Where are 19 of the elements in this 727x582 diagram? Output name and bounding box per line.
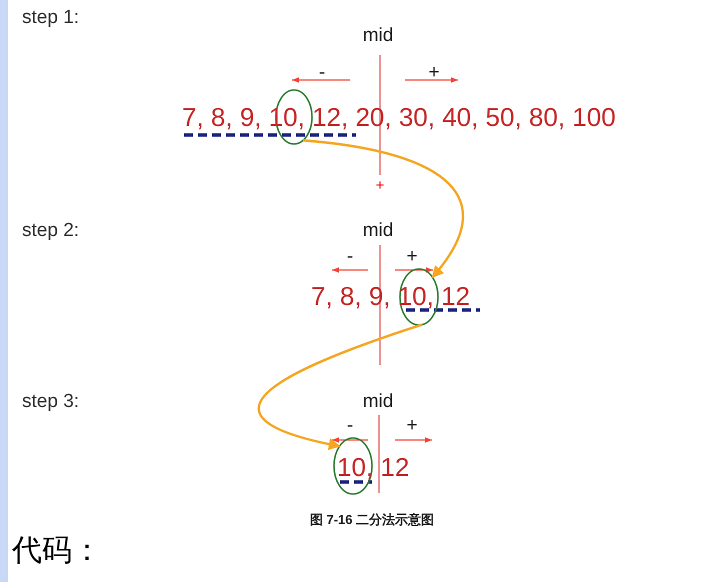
mid-label: mid (362, 26, 394, 45)
curved-arrow (302, 139, 464, 278)
mid-label: mid (362, 221, 394, 240)
sign-label: - (346, 247, 354, 266)
code-heading: 代码： (12, 536, 102, 566)
sign-label: - (318, 63, 326, 82)
circle-mark (333, 437, 373, 495)
step-label: step 1: (22, 8, 80, 27)
plus-sign: + (376, 178, 384, 193)
step-label: step 2: (22, 221, 80, 240)
sign-label: + (406, 247, 418, 266)
step-label: step 3: (22, 392, 80, 411)
sign-label: + (428, 63, 440, 82)
number-sequence: 10, 12 (337, 454, 410, 480)
sign-label: + (406, 416, 418, 435)
figure-caption: 图 7-16 二分法示意图 (310, 513, 434, 526)
sign-label: - (346, 416, 354, 435)
mid-label: mid (362, 392, 394, 411)
curved-arrow (258, 323, 423, 450)
